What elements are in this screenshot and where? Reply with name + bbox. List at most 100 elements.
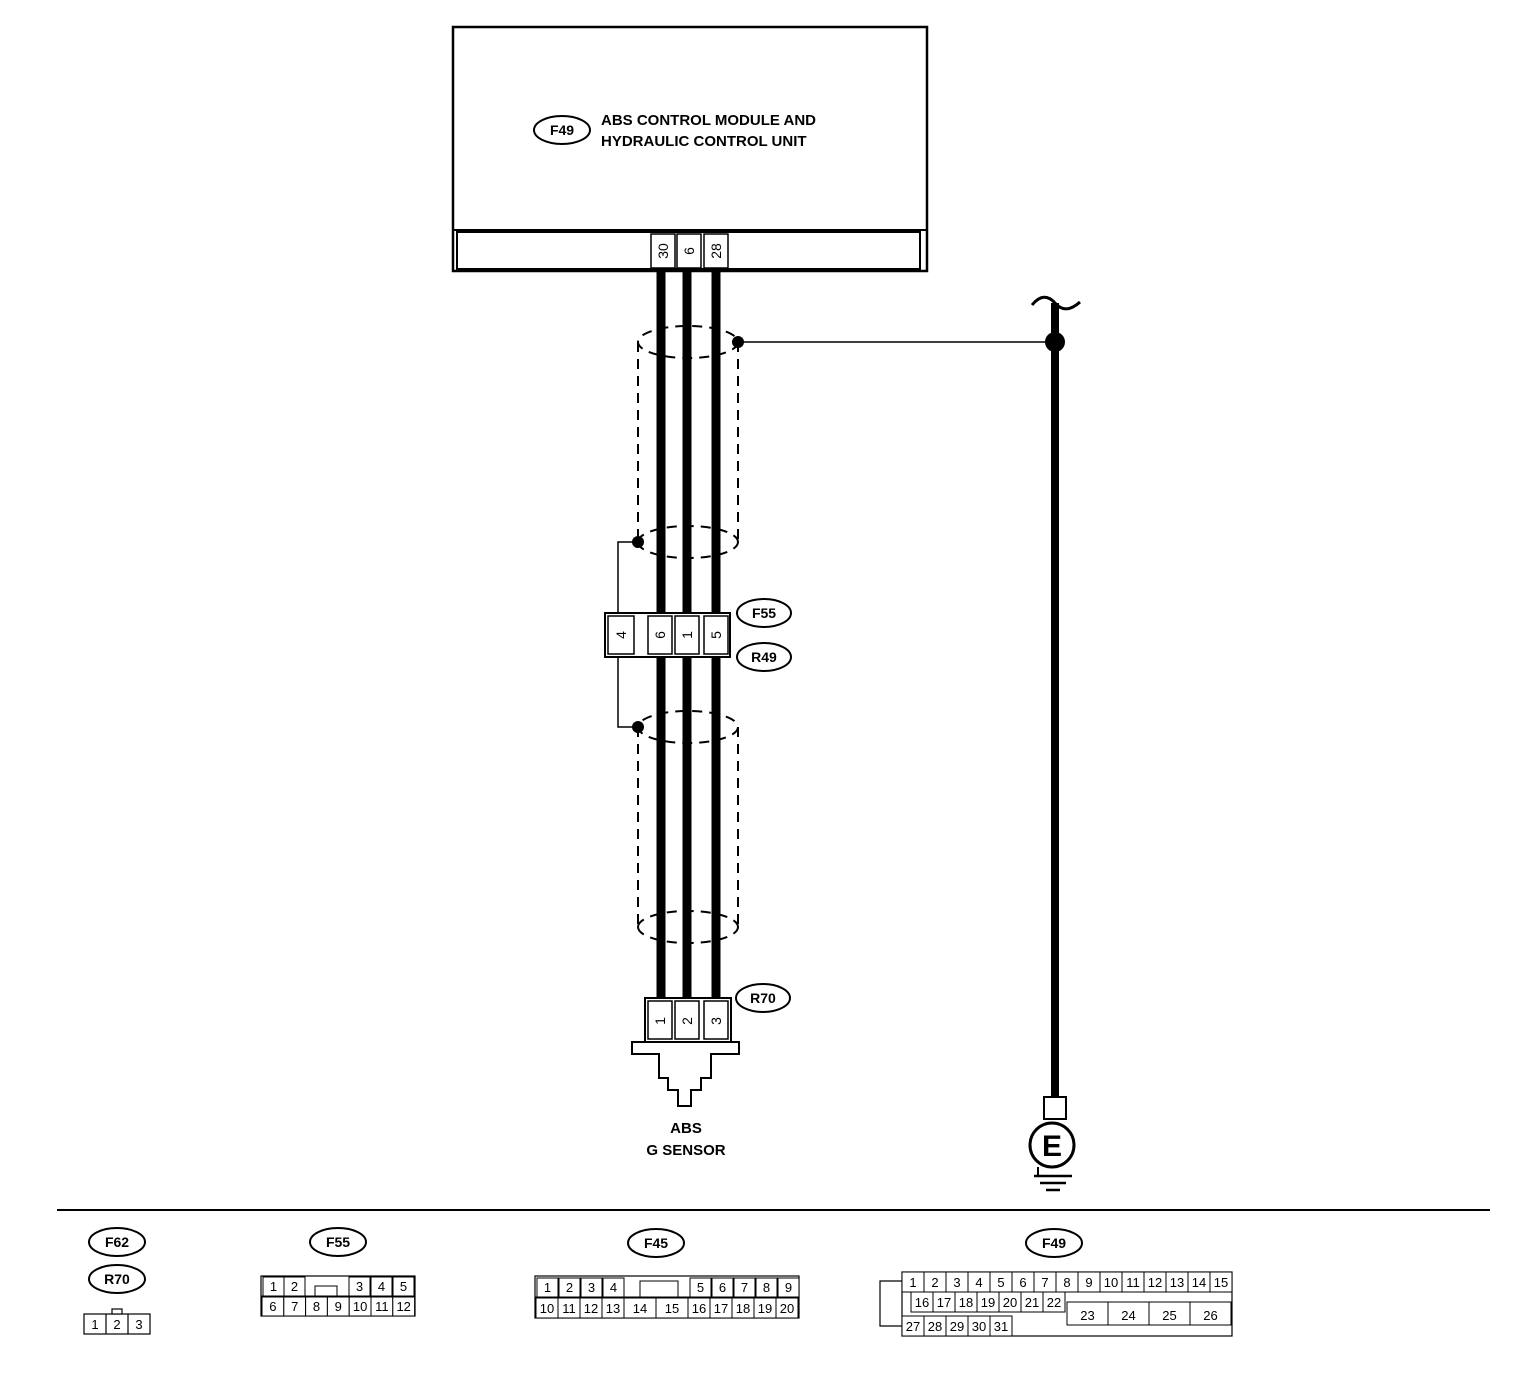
ground-symbol	[1028, 1121, 1076, 1169]
connector-pin: 9	[335, 1299, 342, 1314]
connector-pin: 16	[915, 1295, 929, 1310]
connector-pin: 13	[606, 1301, 620, 1316]
connector-pin: 12	[1148, 1275, 1162, 1290]
connector-pin-cell	[348, 1276, 371, 1297]
connector-pin: 4	[610, 1280, 617, 1295]
connector-pin: 6	[269, 1299, 276, 1314]
connector-pin: 28	[928, 1319, 942, 1334]
connector-pin: 23	[1080, 1308, 1094, 1323]
connector-pin: 12	[584, 1301, 598, 1316]
connector-pin: 1	[91, 1317, 98, 1332]
connector-badge: F45	[644, 1235, 668, 1251]
module-badge	[533, 115, 591, 145]
connector-pin: 19	[981, 1295, 995, 1310]
connector-pin: 31	[994, 1319, 1008, 1334]
connector-pin: 18	[959, 1295, 973, 1310]
g-sensor: 1 2 3 R70 ABS G SENSOR	[631, 983, 791, 1159]
connector-pin: 7	[291, 1299, 298, 1314]
shield-drains	[617, 341, 1055, 728]
connector-pin: 26	[1203, 1308, 1217, 1323]
connector-pin: 1	[270, 1279, 277, 1294]
connector-pin-cell	[392, 1296, 416, 1317]
connector-key	[639, 1280, 679, 1298]
connector-pin: 14	[1192, 1275, 1206, 1290]
connector-pin: 17	[714, 1301, 728, 1316]
connector-pin-cell	[775, 1297, 799, 1319]
connector-pin: 18	[736, 1301, 750, 1316]
junction-pin-2: 6	[652, 631, 668, 639]
connector-pin: 6	[719, 1280, 726, 1295]
module-pin-2: 6	[681, 247, 697, 255]
connector-pin-cell	[989, 1315, 1013, 1337]
module-name-line2: HYDRAULIC CONTROL UNIT	[601, 133, 807, 150]
connector-pin: 6	[1019, 1275, 1026, 1290]
connector-pin: 10	[353, 1299, 367, 1314]
connector-badge: F49	[1042, 1235, 1066, 1251]
junction-badge-top	[736, 598, 792, 628]
connector-badge: R70	[104, 1271, 130, 1287]
module-pin-1: 30	[655, 243, 671, 259]
connector-pin: 24	[1121, 1308, 1135, 1323]
connector-pin: 13	[1170, 1275, 1184, 1290]
connector-pin-cell	[392, 1276, 415, 1297]
connector-key	[314, 1285, 338, 1297]
connector-pin-cell	[1209, 1271, 1233, 1293]
connector-pin: 17	[937, 1295, 951, 1310]
connector-pin: 2	[113, 1317, 120, 1332]
connector-badge: F62	[105, 1234, 129, 1250]
shield-junction-dot	[632, 536, 644, 548]
abs-control-module: 30 6 28 F49 ABS CONTROL MODULE AND HYDRA…	[451, 25, 929, 273]
sensor-badge	[735, 983, 791, 1013]
sensor-pin-3: 3	[708, 1017, 724, 1025]
sensor-body	[631, 1041, 740, 1107]
shield-junction-dot	[632, 721, 644, 733]
connector-pin: 8	[313, 1299, 320, 1314]
connector-pin: 5	[400, 1279, 407, 1294]
connector-pin-cell	[777, 1277, 800, 1298]
connector-pin: 3	[135, 1317, 142, 1332]
connector-pin: 16	[692, 1301, 706, 1316]
connector-pin-cell	[558, 1277, 581, 1298]
connector-pin: 1	[909, 1275, 916, 1290]
junction-badge-bottom-label: R49	[751, 649, 777, 665]
connector-pin: 3	[356, 1279, 363, 1294]
module-pin-3: 28	[708, 243, 724, 259]
connector-pin: 4	[378, 1279, 385, 1294]
connector-pin: 20	[1003, 1295, 1017, 1310]
connector-badge: F55	[326, 1234, 350, 1250]
junction-pin-3: 1	[679, 631, 695, 639]
connector-pin-cell	[602, 1277, 625, 1298]
ground-symbol-label: E	[1042, 1130, 1062, 1163]
connector-pin-cell	[536, 1277, 559, 1298]
connector-pin: 5	[997, 1275, 1004, 1290]
connector-pin-cell	[755, 1277, 778, 1298]
connector-pin-cell	[1189, 1301, 1232, 1326]
connector-pin: 3	[588, 1280, 595, 1295]
connector-pin: 15	[665, 1301, 679, 1316]
junction-connector: 4 6 1 5 F55 R49	[604, 598, 792, 672]
shield-junction-dot	[732, 336, 744, 348]
connector-pin: 2	[566, 1280, 573, 1295]
connector-pin: 12	[396, 1299, 410, 1314]
connector-pin: 10	[1104, 1275, 1118, 1290]
connector-pin: 30	[972, 1319, 986, 1334]
connector-pin-cell	[283, 1276, 306, 1297]
connector-pin: 2	[291, 1279, 298, 1294]
connector-pin: 4	[975, 1275, 982, 1290]
connector-pin: 27	[906, 1319, 920, 1334]
connector-pin: 5	[697, 1280, 704, 1295]
junction-pin-1: 4	[613, 631, 629, 639]
connector-pin: 19	[758, 1301, 772, 1316]
connector-pin: 21	[1025, 1295, 1039, 1310]
connector-pin: 8	[763, 1280, 770, 1295]
connector-pin: 7	[741, 1280, 748, 1295]
connector-pin: 9	[785, 1280, 792, 1295]
connector-pin: 20	[780, 1301, 794, 1316]
connector-pin-cell	[1042, 1291, 1066, 1313]
connector-f62-r70: F62 R70 1 2 3	[83, 1227, 151, 1335]
junction-badge-bottom	[736, 642, 792, 672]
sensor-pin-2: 2	[679, 1017, 695, 1025]
module-name-line1: ABS CONTROL MODULE AND	[601, 112, 816, 129]
